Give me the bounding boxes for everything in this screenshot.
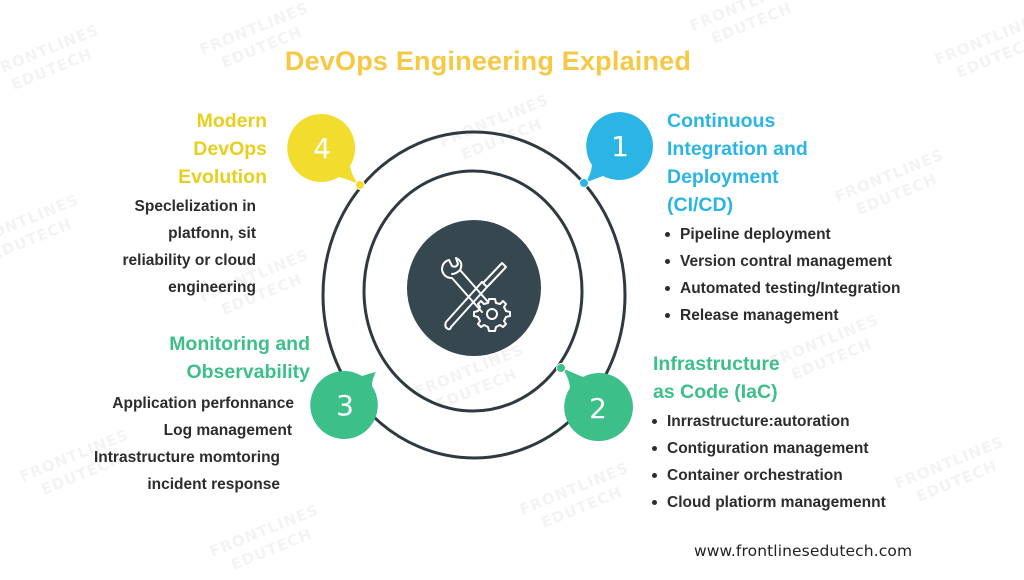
list-item: Release management — [664, 302, 900, 329]
step-1-connector-dot — [579, 178, 589, 188]
list-item: Pipeline deployment — [664, 221, 900, 248]
step-2-connector-dot — [556, 363, 566, 373]
step-4-description: Speclelization in platfonn, sit reliabil… — [122, 198, 257, 296]
list-item: Version contral management — [664, 248, 900, 275]
list-item: Container orchestration — [651, 462, 886, 489]
step-4-number: 4 — [313, 132, 331, 165]
list-item: incident response — [147, 476, 280, 493]
step-3-list: Application perfonnance Log management I… — [93, 390, 294, 498]
bullet-icon — [652, 446, 657, 451]
list-item: Contiguration management — [651, 435, 886, 462]
step-1-list: Pipeline deployment Version contral mana… — [664, 221, 900, 329]
step-3-bubble: 3 — [310, 371, 378, 440]
center-hub — [407, 220, 541, 356]
step-4-bubble: 4 — [287, 113, 365, 190]
step-1-bubble: 1 — [579, 112, 653, 188]
step-3-number: 3 — [336, 389, 354, 422]
step-1-heading: Continuous Integration and Deployment (C… — [667, 110, 808, 216]
list-item: Intrastructure momtoring — [93, 449, 280, 466]
bullet-icon — [665, 232, 670, 237]
step-1-number: 1 — [611, 130, 629, 163]
website-url[interactable]: www.frontlinesedutech.com — [694, 542, 913, 560]
step-2-number: 2 — [589, 392, 607, 425]
bullet-icon — [652, 500, 657, 505]
bullet-icon — [665, 286, 670, 291]
list-item: Automated testing/Integration — [664, 275, 900, 302]
bullet-icon — [665, 259, 670, 264]
step-4-heading: Modern DevOps Evolution — [178, 110, 267, 188]
page-title: DevOps Engineering Explained — [284, 46, 692, 76]
step-3-heading: Monitoring and Observability — [169, 333, 310, 383]
bullet-icon — [652, 419, 657, 424]
list-item: Application perfonnance — [112, 395, 294, 412]
step-2-list: Inrrastructure:autoration Contiguration … — [651, 408, 886, 516]
step-2-bubble: 2 — [556, 363, 633, 442]
outer-ring — [321, 130, 627, 460]
step-2-heading: Infrastructure as Code (IaC) — [653, 353, 780, 403]
wrench-screwdriver-gear-icon — [441, 257, 511, 332]
list-item: Cloud platiorm managemennt — [651, 489, 886, 516]
bullet-icon — [652, 473, 657, 478]
step-4-connector-dot — [355, 180, 365, 190]
list-item: Inrrastructure:autoration — [651, 408, 886, 435]
list-item: Log management — [163, 422, 292, 439]
inner-ring — [362, 169, 584, 413]
bullet-icon — [665, 313, 670, 318]
